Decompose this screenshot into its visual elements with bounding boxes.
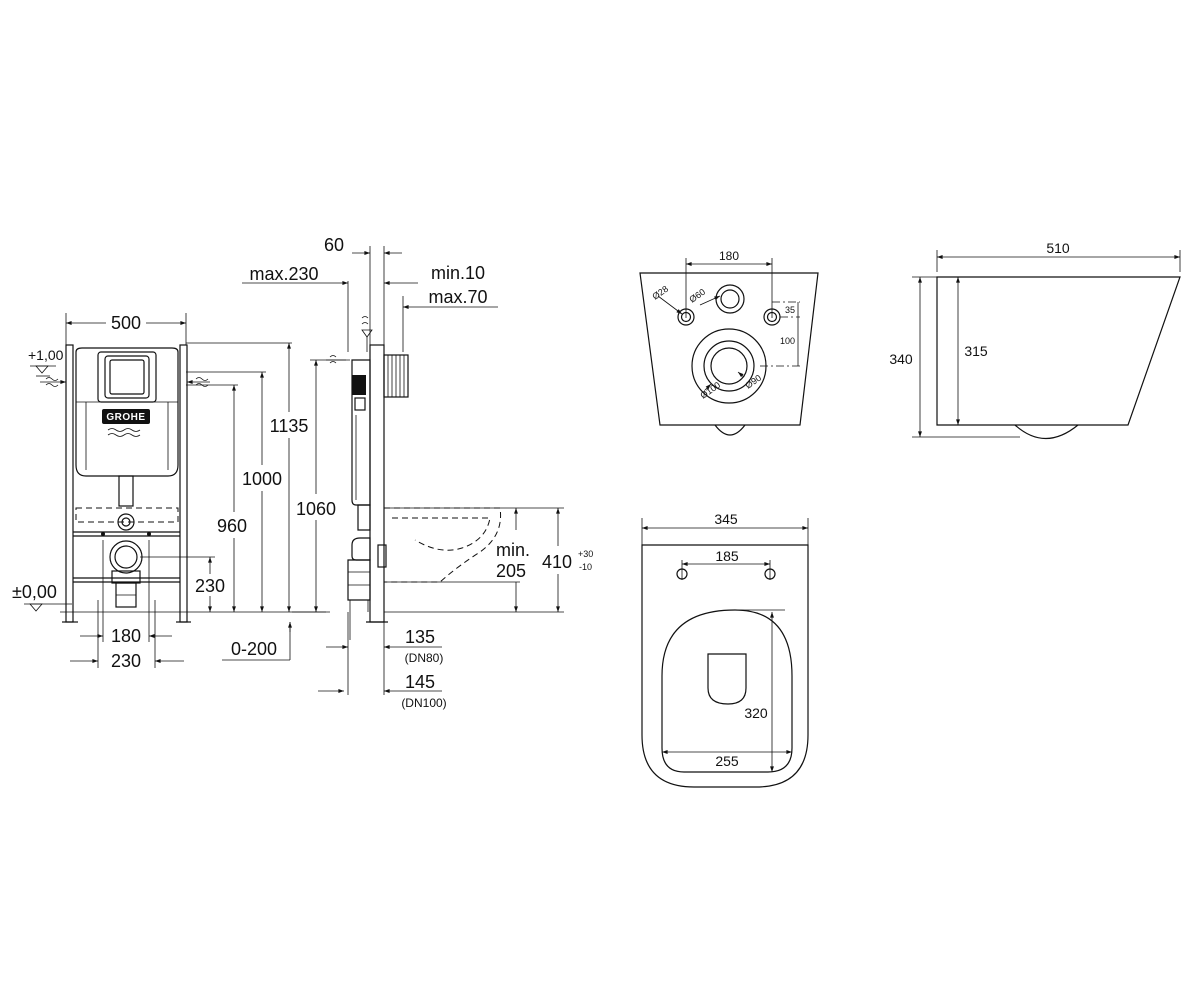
back-view: 180 35 100 Ø28 Ø60 Ø100 Ø90 <box>639 249 819 436</box>
level-zero-label: ±0,00 <box>12 582 57 602</box>
width-180-label: 180 <box>111 626 141 646</box>
dia-28-label: Ø28 <box>650 284 670 302</box>
max-70-label: max.70 <box>428 287 487 307</box>
dn100-label: (DN100) <box>401 696 446 710</box>
profile-view: 510 340 315 <box>889 240 1181 439</box>
height-315-label: 315 <box>964 343 988 359</box>
height-960-label: 960 <box>217 516 247 536</box>
width-255-label: 255 <box>715 753 739 769</box>
dia-60-label: Ø60 <box>687 287 707 305</box>
height-410-label: 410 <box>542 552 572 572</box>
depth-60-label: 60 <box>324 235 344 255</box>
tolerance-plus: +30 <box>578 549 593 559</box>
d-100-label: 100 <box>780 336 795 346</box>
front-width-label: 500 <box>111 313 141 333</box>
max-230-label: max.230 <box>249 264 318 284</box>
dia-90-label: Ø90 <box>743 373 763 391</box>
brand-logo: GROHE <box>106 412 145 423</box>
top-view: 345 185 320 255 <box>641 511 809 788</box>
height-340-label: 340 <box>889 351 913 367</box>
front-view: 500 GROHE <box>12 313 330 671</box>
range-0-200-label: 0-200 <box>231 639 277 659</box>
d-35-label: 35 <box>785 305 795 315</box>
spacing-180-label: 180 <box>719 249 739 263</box>
dn80-label: (DN80) <box>405 651 444 665</box>
depth-135-label: 135 <box>405 627 435 647</box>
level-top-label: +1,00 <box>28 347 64 363</box>
spacing-185-label: 185 <box>715 548 739 564</box>
height-1135-label: 1135 <box>270 416 309 436</box>
length-510-label: 510 <box>1046 240 1070 256</box>
width-345-label: 345 <box>714 511 738 527</box>
side-view: 60 max.230 min.10 max.70 <box>222 235 593 710</box>
min-label: min. <box>496 540 530 560</box>
depth-145-label: 145 <box>405 672 435 692</box>
height-230-label: 230 <box>195 576 225 596</box>
tolerance-minus: -10 <box>579 562 592 572</box>
length-320-label: 320 <box>744 705 768 721</box>
height-1000-label: 1000 <box>242 469 282 489</box>
min-10-label: min.10 <box>431 263 485 283</box>
min-205-label: 205 <box>496 561 526 581</box>
height-1060-label: 1060 <box>296 499 336 519</box>
width-230-label: 230 <box>111 651 141 671</box>
